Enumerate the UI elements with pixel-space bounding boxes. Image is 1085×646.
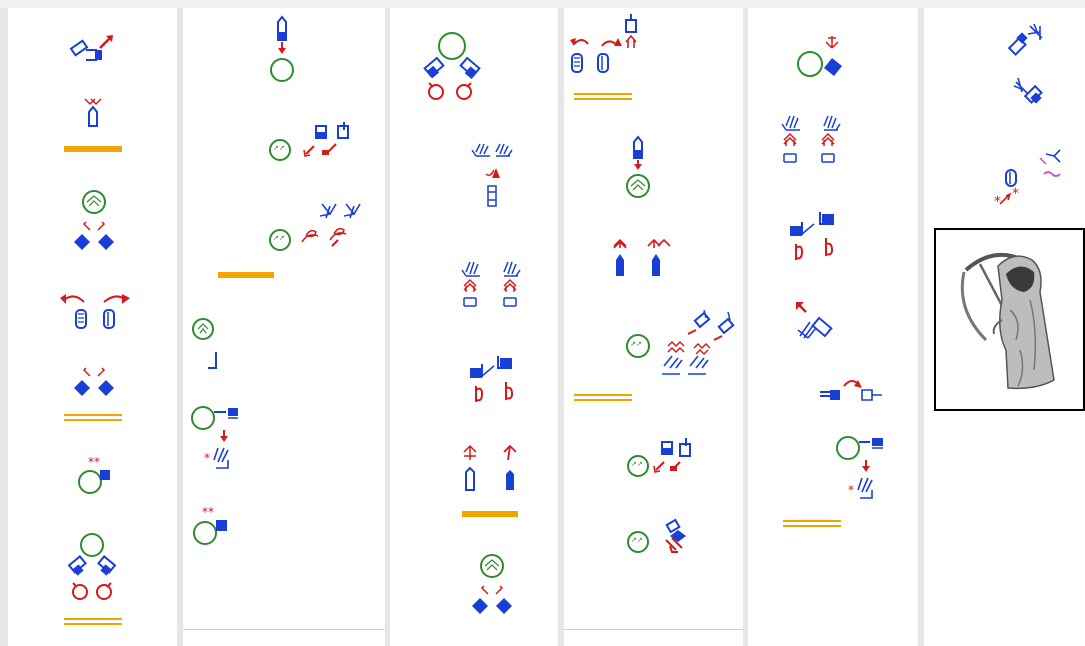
svg-text:↗↗: ↗↗: [631, 536, 643, 544]
bar-arrow-icon: [820, 380, 882, 401]
arrows-up-icon: [463, 444, 517, 491]
face-smile-icon: [472, 554, 512, 614]
double-rule: [64, 623, 122, 625]
double-rule: [64, 414, 122, 416]
face-diamond-icon: ↗↗: [627, 518, 686, 553]
column-divider: [0, 8, 8, 646]
svg-text:**: **: [88, 455, 100, 469]
hands-cross-icon: [1007, 23, 1043, 104]
svg-text:*: *: [1012, 186, 1019, 202]
face-star-icon: **: [193, 505, 227, 545]
column-divider: [177, 8, 183, 646]
corner-hook-icon: [470, 356, 514, 402]
orange-rule: [462, 511, 518, 517]
grim-reaper-image: [960, 253, 1055, 390]
hand-arrow-icon: [796, 302, 833, 339]
face-smile-icon: [74, 190, 114, 250]
fingers-arch-icon: [781, 115, 841, 163]
hand-c-icon: * *: [994, 149, 1061, 210]
face-spiral-icon: ↗↗: [269, 203, 361, 251]
finger-head-icon: [270, 15, 294, 82]
face-zigzag-icon: ↗↗: [626, 309, 735, 375]
hand-contact-icon: [69, 35, 113, 61]
column-divider: [918, 8, 924, 646]
double-rule: [783, 520, 841, 522]
orange-rule: [218, 272, 274, 278]
column-bottom-line: [183, 629, 385, 630]
face-hands-icon: [67, 533, 117, 600]
face-flip-icon: ↗↗: [269, 122, 349, 161]
finger-down-icon: [84, 98, 102, 127]
hands-fingers-icon: [471, 143, 513, 207]
face-star-icon: **: [78, 455, 110, 494]
double-rule: [783, 525, 841, 527]
double-rule: [574, 399, 632, 401]
column-divider: [743, 8, 748, 646]
box-arrows-icon: [570, 14, 637, 73]
arrows-up-icon: [613, 238, 671, 276]
svg-text:*: *: [204, 451, 210, 465]
face-l-icon: [192, 318, 217, 369]
svg-text:↗↗: ↗↗: [273, 234, 285, 242]
face-flip-icon: ↗↗: [627, 438, 691, 477]
orange-rule: [64, 146, 122, 152]
svg-text:↗↗: ↗↗: [273, 144, 285, 152]
face-diamond-icon: [797, 36, 842, 77]
face-point-icon: *: [191, 406, 238, 469]
hands-diamond-icon: [74, 367, 114, 396]
column-divider: [385, 8, 390, 646]
finger-head-icon: [626, 135, 650, 198]
top-border: [0, 0, 1085, 8]
column-divider: [558, 8, 564, 646]
hands-rotate-icon: [60, 294, 130, 329]
double-rule: [574, 98, 632, 100]
double-rule: [64, 618, 122, 620]
svg-text:*: *: [848, 483, 854, 497]
image-frame: [934, 228, 1085, 411]
double-rule: [574, 394, 632, 396]
svg-text:*: *: [994, 194, 1001, 210]
svg-text:**: **: [202, 505, 214, 519]
face-hands-icon: [423, 32, 481, 100]
corner-hook-icon: [790, 212, 834, 260]
column-bottom-line: [564, 629, 743, 630]
double-rule: [574, 93, 632, 95]
face-point-icon: *: [836, 436, 883, 499]
fingers-arch-icon: [461, 261, 521, 307]
svg-text:↗↗: ↗↗: [630, 340, 642, 348]
double-rule: [64, 419, 122, 421]
svg-text:↗↗: ↗↗: [631, 460, 643, 468]
